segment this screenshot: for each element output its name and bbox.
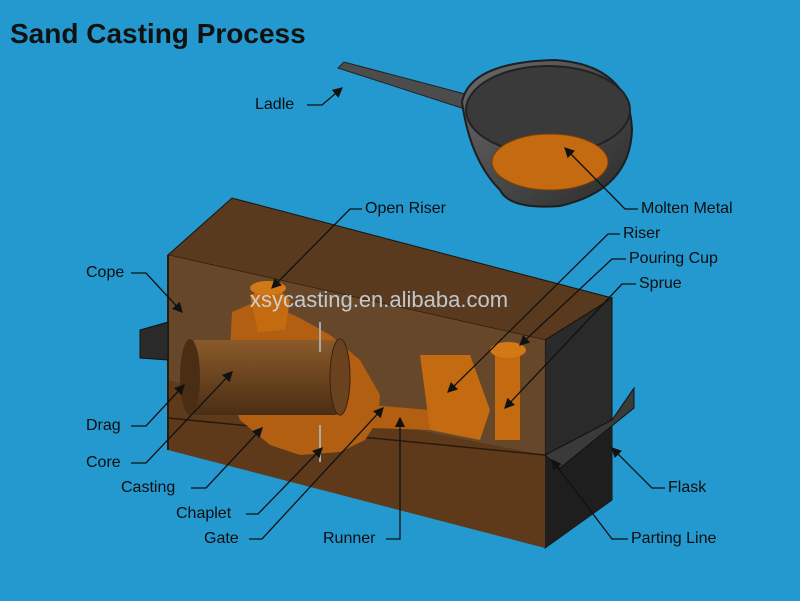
leader-drag bbox=[131, 384, 185, 427]
label-pouring-cup: Pouring Cup bbox=[629, 250, 718, 267]
leader-parting-line bbox=[551, 458, 628, 540]
open-riser bbox=[250, 286, 290, 332]
label-runner: Runner bbox=[323, 530, 376, 547]
label-gate: Gate bbox=[204, 530, 239, 547]
cope-top bbox=[166, 197, 614, 341]
sprue-shape bbox=[495, 350, 520, 440]
leader-casting bbox=[191, 427, 263, 489]
label-chaplet: Chaplet bbox=[176, 505, 232, 522]
label-parting-line: Parting Line bbox=[631, 530, 717, 547]
leader-sprue bbox=[504, 283, 636, 409]
leader-molten-metal bbox=[564, 147, 638, 210]
label-riser: Riser bbox=[623, 225, 661, 242]
ladle-handle bbox=[337, 61, 481, 113]
leader-chaplet bbox=[246, 447, 323, 515]
casting bbox=[180, 281, 526, 462]
label-cope: Cope bbox=[86, 264, 125, 281]
core bbox=[190, 340, 340, 415]
label-drag: Drag bbox=[86, 417, 121, 434]
label-open-riser: Open Riser bbox=[365, 200, 446, 217]
leader-runner bbox=[386, 416, 406, 540]
leader-riser bbox=[447, 233, 620, 393]
label-sprue: Sprue bbox=[639, 275, 682, 292]
core-end bbox=[329, 338, 351, 416]
riser-shape bbox=[420, 355, 490, 440]
label-molten-metal: Molten Metal bbox=[641, 200, 733, 217]
label-flask: Flask bbox=[668, 479, 707, 496]
leader-lines bbox=[131, 87, 665, 540]
leader-cope bbox=[131, 272, 183, 313]
leader-pouring-cup bbox=[519, 258, 626, 346]
label-casting: Casting bbox=[121, 479, 176, 496]
ladle bbox=[337, 58, 634, 208]
leader-open-riser bbox=[271, 208, 362, 289]
leader-core bbox=[131, 371, 233, 464]
leader-gate bbox=[249, 407, 384, 540]
leader-ladle bbox=[307, 87, 343, 106]
leader-flask bbox=[611, 447, 665, 489]
page-title: Sand Casting Process bbox=[10, 18, 306, 49]
core-start bbox=[180, 339, 200, 415]
watermark: xsycasting.en.alibaba.com bbox=[250, 287, 509, 312]
label-core: Core bbox=[86, 454, 121, 471]
pouring-cup bbox=[490, 342, 526, 358]
label-ladle: Ladle bbox=[255, 96, 295, 113]
molten-metal bbox=[491, 133, 609, 191]
flask-left-ear bbox=[139, 321, 169, 361]
